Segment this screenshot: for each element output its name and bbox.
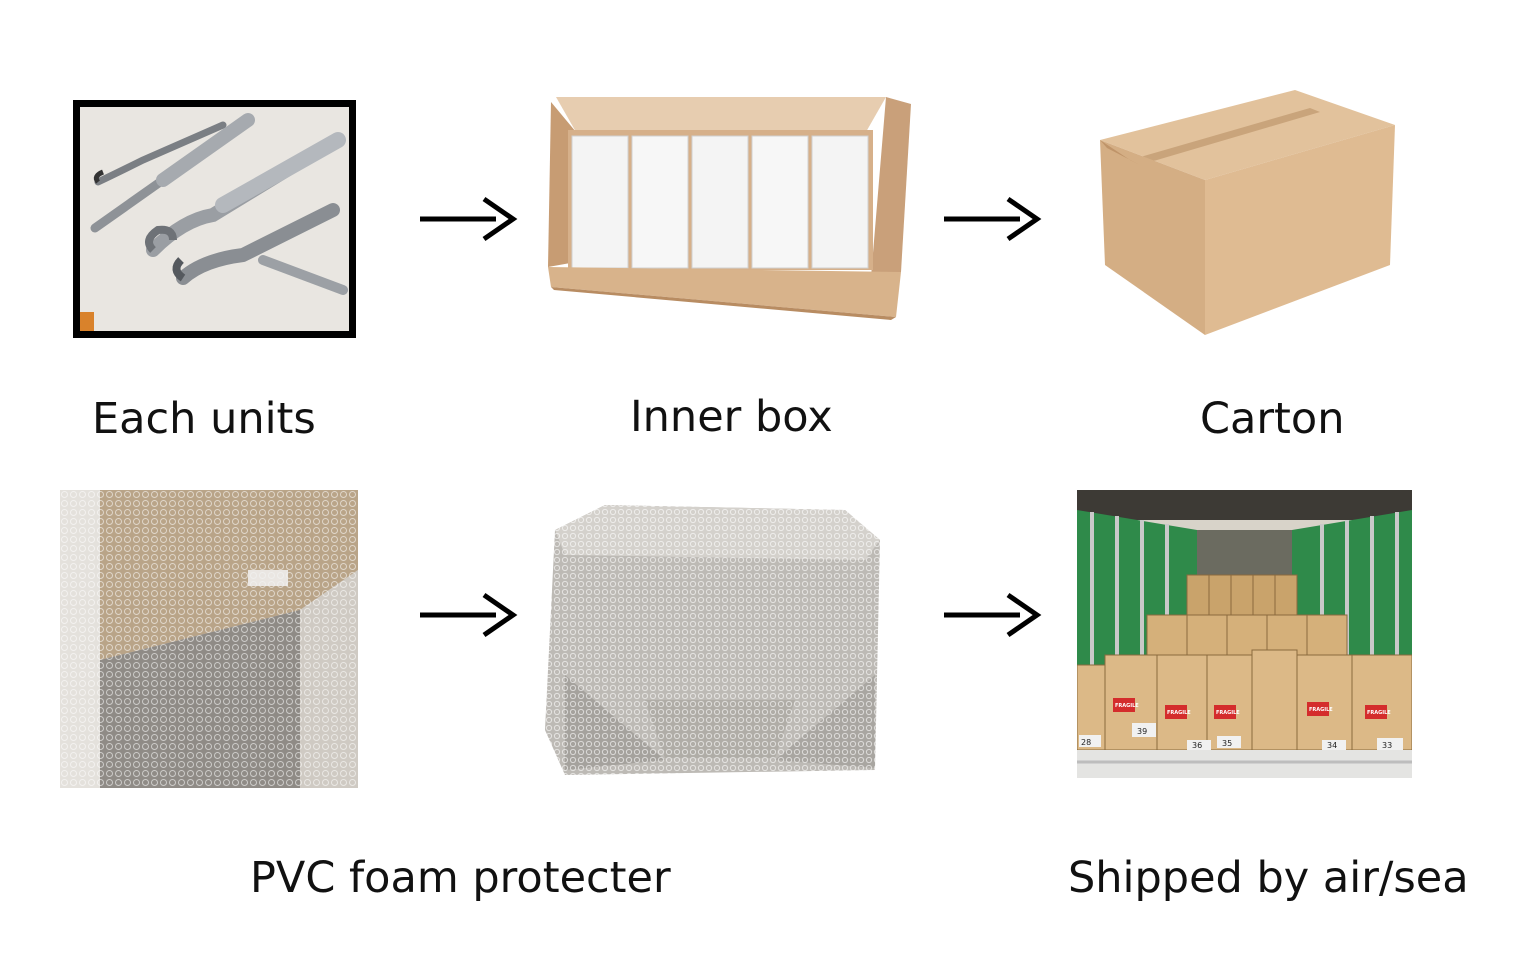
box-number: 33 <box>1382 741 1392 750</box>
box-number: 39 <box>1137 727 1147 736</box>
inner-box-image <box>546 92 916 320</box>
right-arrow-icon <box>418 196 518 242</box>
box-number: 28 <box>1081 738 1091 747</box>
step-label: Each units <box>92 394 316 444</box>
right-arrow-icon <box>418 592 518 638</box>
fragile-label: FRAGILE <box>1167 710 1191 716</box>
fragile-label: FRAGILE <box>1216 710 1240 716</box>
carton-image <box>1095 80 1400 338</box>
right-arrow-icon <box>942 592 1042 638</box>
step-label: PVC foam protecter <box>250 853 671 903</box>
right-arrow-icon <box>942 196 1042 242</box>
bubble-wrap-image <box>60 490 358 788</box>
truck-shipment-image: FRAGILE FRAGILE FRAGILE FRAGILE FRAGILE … <box>1077 490 1412 778</box>
step-label: Carton <box>1200 394 1345 444</box>
fragile-label: FRAGILE <box>1309 707 1333 713</box>
fragile-label: FRAGILE <box>1367 710 1391 716</box>
step-label: Inner box <box>630 392 833 442</box>
each-units-image <box>73 100 356 338</box>
box-number: 36 <box>1192 741 1202 750</box>
fragile-label: FRAGILE <box>1115 703 1139 709</box>
box-number: 34 <box>1327 741 1337 750</box>
box-number: 35 <box>1222 739 1232 748</box>
step-label: Shipped by air/sea <box>1068 853 1469 903</box>
wrapped-box-image <box>545 500 885 778</box>
